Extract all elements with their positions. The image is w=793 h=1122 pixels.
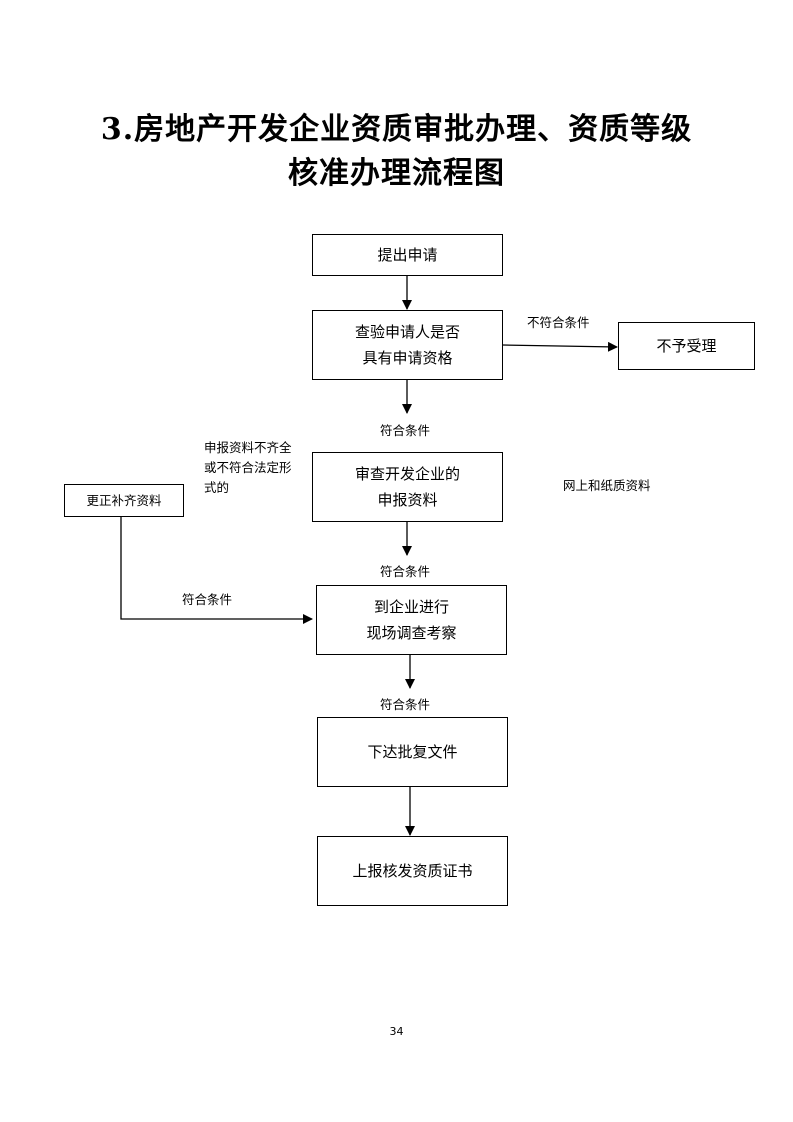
node-reject-label: 不予受理 <box>656 337 717 355</box>
label-qualified-1: 符合条件 <box>380 423 431 438</box>
label-incomplete-1: 申报资料不齐全 <box>204 440 292 455</box>
arrow-verify-to-reject <box>502 341 618 352</box>
node-report-certificate: 上报核发资质证书 <box>317 836 508 906</box>
label-incomplete-3: 式的 <box>204 480 230 495</box>
node-correct-materials: 更正补齐资料 <box>64 484 184 517</box>
arrow-correct-to-inspect <box>120 516 313 624</box>
node-verify-eligibility: 查验申请人是否 具有申请资格 <box>312 310 503 380</box>
node-inspect-label-1: 到企业进行 <box>373 598 449 616</box>
node-submit-application: 提出申请 <box>312 234 503 276</box>
node-verify-label-2: 具有申请资格 <box>362 349 453 367</box>
label-not-qualified: 不符合条件 <box>527 315 590 330</box>
node-report-label: 上报核发资质证书 <box>352 862 473 880</box>
label-incomplete-2: 或不符合法定形 <box>204 460 292 475</box>
node-review-label-2: 申报资料 <box>377 491 438 509</box>
page-title-line-2: 核准办理流程图 <box>288 156 505 191</box>
node-review-materials: 审查开发企业的 申报资料 <box>312 452 503 522</box>
node-correct-label: 更正补齐资料 <box>86 492 162 508</box>
node-approve-label: 下达批复文件 <box>367 743 458 761</box>
node-issue-approval: 下达批复文件 <box>317 717 508 787</box>
node-review-label-1: 审查开发企业的 <box>354 465 460 483</box>
node-submit-label: 提出申请 <box>377 246 438 264</box>
label-online-paper: 网上和纸质资料 <box>563 478 651 493</box>
node-inspect-label-2: 现场调查考察 <box>366 624 457 642</box>
node-site-inspection: 到企业进行 现场调查考察 <box>316 585 507 655</box>
label-qualified-left: 符合条件 <box>182 592 233 607</box>
label-qualified-3: 符合条件 <box>380 697 431 712</box>
page-title-line-1: 3.房地产开发企业资质审批办理、资质等级 <box>100 112 693 147</box>
node-reject: 不予受理 <box>618 322 755 370</box>
node-verify-label-1: 查验申请人是否 <box>354 323 460 341</box>
page-number: 34 <box>389 1025 404 1038</box>
label-qualified-2: 符合条件 <box>380 564 431 579</box>
